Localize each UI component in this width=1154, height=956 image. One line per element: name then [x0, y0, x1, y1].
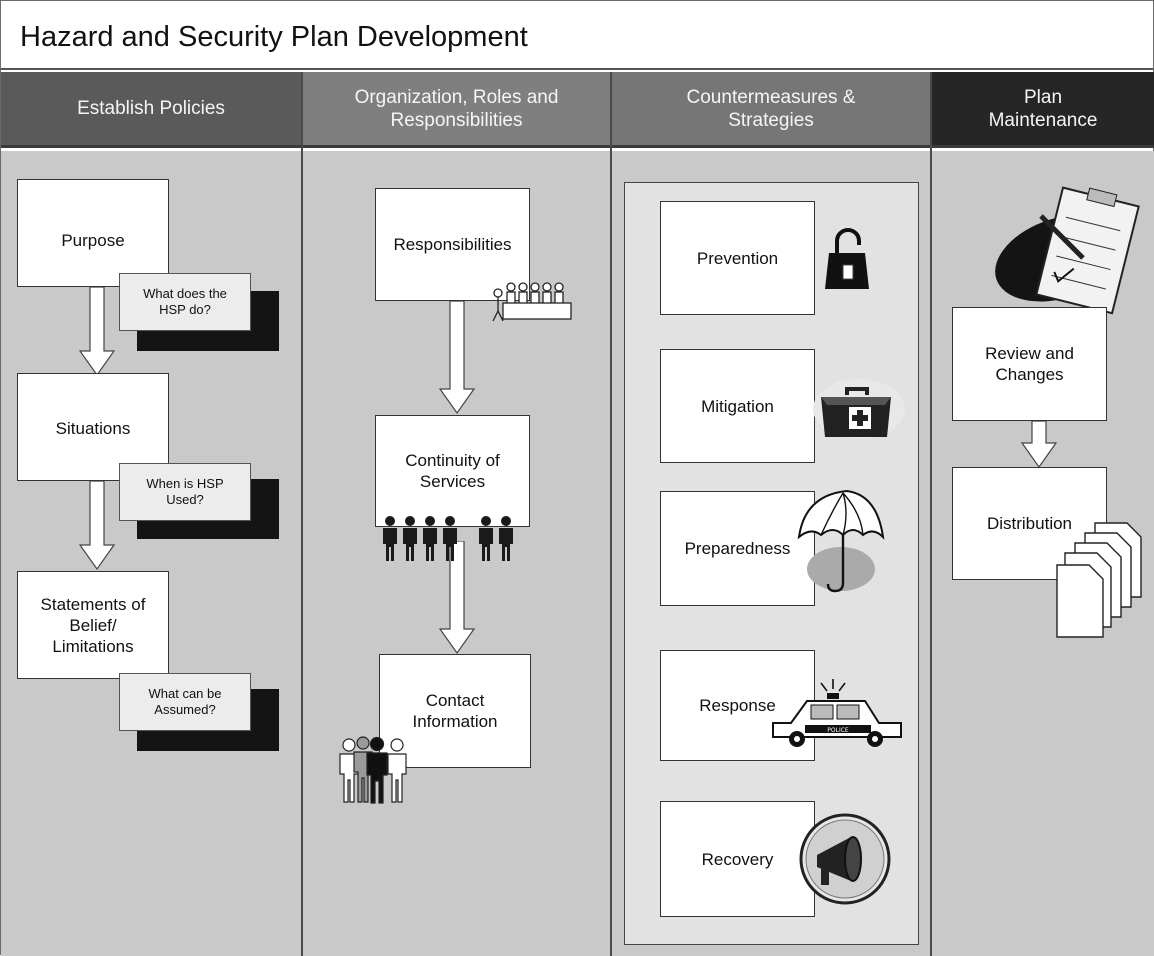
box-label: Recovery	[701, 849, 774, 869]
note-what-does-hsp-do: What does the HSP do?	[119, 273, 251, 331]
box-label: Statements of Belief/ Limitations	[40, 594, 146, 656]
meeting-table-icon	[492, 282, 572, 322]
column-header-organization: Organization, Roles and Responsibilities	[303, 72, 610, 148]
documents-stack-icon	[1056, 522, 1142, 638]
column-header-countermeasures: Countermeasures & Strategies	[612, 72, 930, 148]
box-distribution: Distribution	[952, 467, 1107, 580]
box-continuity-of-services: Continuity of Services	[375, 415, 530, 527]
umbrella-icon	[797, 489, 885, 593]
flow-arrow-down	[79, 287, 115, 377]
megaphone-icon	[799, 813, 891, 905]
box-label: Purpose	[61, 231, 125, 250]
note-when-is-hsp-used: When is HSP Used?	[119, 463, 251, 521]
box-preparedness: Preparedness	[660, 491, 815, 606]
diagram-title-bar: Hazard and Security Plan Development	[1, 1, 1153, 70]
note-label: What does the HSP do?	[143, 286, 227, 317]
box-recovery: Recovery	[660, 801, 815, 917]
box-label: Preparedness	[684, 539, 791, 558]
flow-arrow-down	[439, 541, 475, 655]
column-header-plan-maintenance: Plan Maintenance	[932, 72, 1154, 148]
first-aid-kit-icon	[813, 379, 905, 439]
box-label: Continuity of Services	[405, 451, 500, 491]
box-label: Contact Information	[412, 691, 498, 731]
padlock-icon	[825, 228, 869, 289]
column-heading-label: Plan Maintenance	[988, 86, 1098, 131]
column-heading-label: Establish Policies	[77, 98, 225, 119]
lane-divider	[930, 72, 932, 956]
diagram-title: Hazard and Security Plan Development	[20, 21, 528, 53]
note-label: What can be Assumed?	[148, 686, 222, 717]
box-prevention: Prevention	[660, 201, 815, 315]
flow-arrow-down	[1021, 421, 1057, 469]
box-responsibilities: Responsibilities	[375, 188, 530, 301]
flow-arrow-down	[439, 301, 475, 415]
box-label: Distribution	[986, 514, 1073, 533]
box-review-and-changes: Review and Changes	[952, 307, 1107, 421]
people-group-icon	[383, 516, 513, 561]
clipboard-checklist-icon	[995, 186, 1140, 315]
box-label: Situations	[55, 419, 131, 438]
box-label: Response	[699, 696, 776, 715]
people-contacts-icon	[339, 736, 407, 804]
column-heading-label: Organization, Roles and Responsibilities	[354, 86, 559, 131]
box-statements-of-belief: Statements of Belief/ Limitations	[17, 571, 169, 679]
box-purpose: Purpose	[17, 179, 169, 287]
box-label: Responsibilities	[393, 235, 512, 254]
lane-divider	[301, 72, 303, 956]
police-car-label: POLICE	[827, 727, 849, 734]
lane-divider	[610, 72, 612, 956]
box-mitigation: Mitigation	[660, 349, 815, 463]
note-what-can-be-assumed: What can be Assumed?	[119, 673, 251, 731]
flow-arrow-down	[79, 481, 115, 571]
note-label: When is HSP Used?	[146, 476, 224, 507]
box-response: Response	[660, 650, 815, 761]
box-label: Mitigation	[701, 396, 774, 416]
column-header-establish-policies: Establish Policies	[1, 72, 301, 148]
box-contact-information: Contact Information	[379, 654, 531, 768]
police-car-icon: POLICE	[772, 679, 902, 747]
box-label: Review and Changes	[985, 344, 1074, 384]
column-heading-label: Countermeasures & Strategies	[686, 86, 856, 131]
box-label: Prevention	[696, 248, 779, 268]
